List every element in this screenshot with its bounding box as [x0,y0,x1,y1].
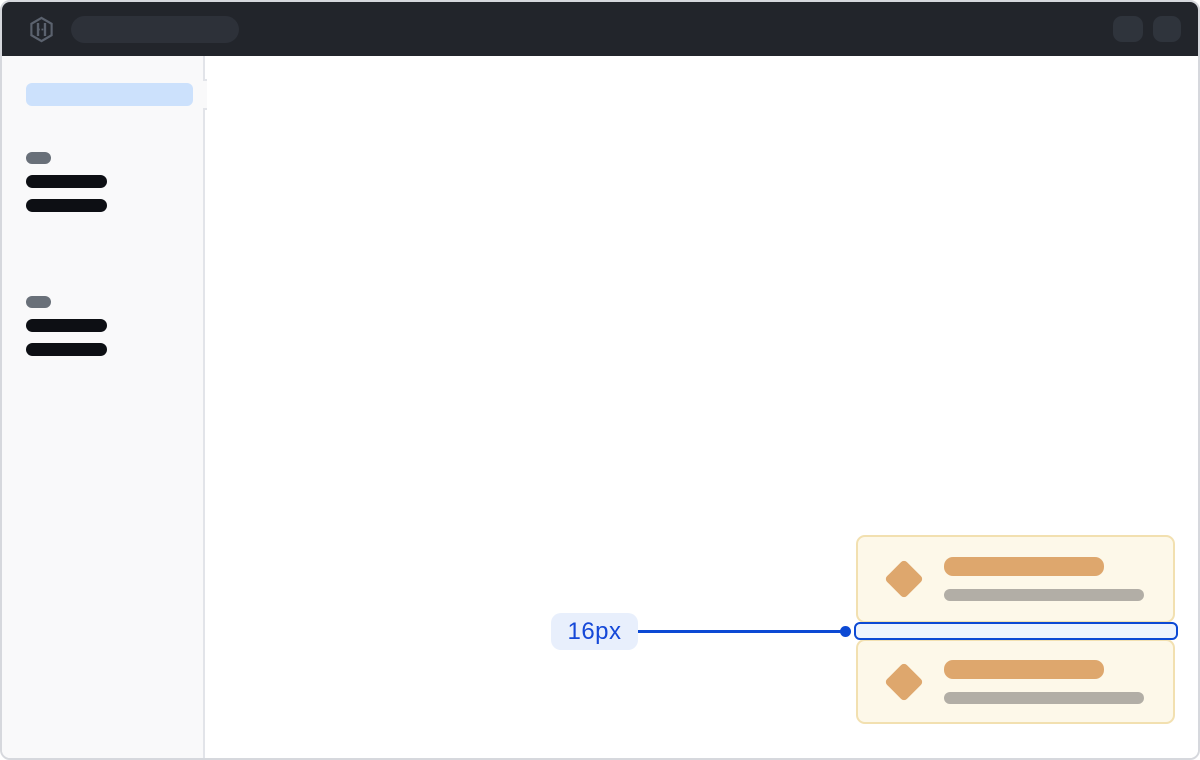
sidebar-item-skeleton-4[interactable] [26,343,107,356]
search-input-skeleton[interactable] [71,15,239,43]
card-subtitle-skeleton [944,691,1144,704]
sidebar-item-skeleton-1[interactable] [26,175,107,188]
spacing-value-label: 16px [551,613,638,650]
diamond-icon [884,661,924,702]
sidebar-section-label-skeleton-2 [26,296,51,308]
card-text-block [944,659,1144,704]
card-title-skeleton [944,557,1104,576]
sidebar-item-skeleton-3[interactable] [26,319,107,332]
sidebar-active-item-skeleton[interactable] [26,83,193,106]
top-nav [2,2,1198,56]
spacing-measure-line [638,630,845,633]
card-text-block [944,557,1144,601]
list-card-1[interactable] [856,535,1175,623]
sidebar [2,56,205,758]
sidebar-item-skeleton-2[interactable] [26,199,107,212]
topbar-action-skeleton-2[interactable] [1153,16,1181,42]
sidebar-section-label-skeleton-1 [26,152,51,164]
topbar-action-skeleton-1[interactable] [1113,16,1143,42]
diamond-icon [884,559,924,599]
hashicorp-logo-icon[interactable] [27,15,55,43]
list-card-2[interactable] [856,639,1175,724]
spacing-gap-highlight [854,622,1178,640]
card-title-skeleton [944,659,1104,679]
spacing-measure-dot [840,625,851,637]
card-subtitle-skeleton [944,589,1144,601]
